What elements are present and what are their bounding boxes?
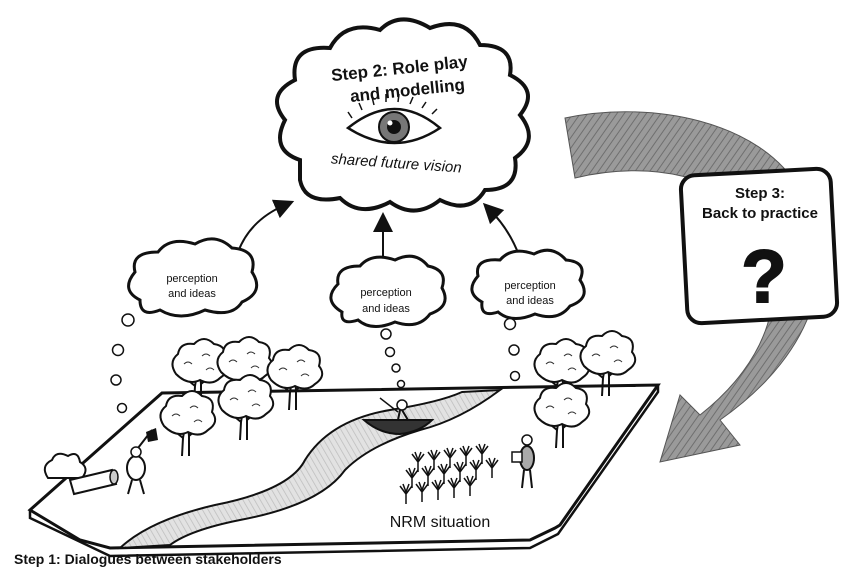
bubble1-line2: and ideas: [168, 288, 216, 300]
perception-bubble-1: perception and ideas: [127, 237, 259, 318]
flag-icon: [126, 428, 158, 495]
boat-icon: [361, 397, 435, 436]
stump-icon: [43, 452, 119, 496]
step1-caption: Step 1: Dialogues between stakeholders: [14, 551, 282, 567]
fisherman-icon: [379, 397, 409, 421]
step3-title-line2: Back to practice: [702, 205, 818, 222]
bubble2-line1: perception: [360, 287, 411, 299]
person-icon: [511, 434, 535, 489]
bubble1-line1: perception: [166, 273, 217, 285]
bubble2-line2: and ideas: [362, 303, 410, 315]
step3-title-line1: Step 3:: [735, 185, 785, 202]
question-mark-icon: ?: [741, 235, 786, 318]
bubble3-line2: and ideas: [506, 295, 554, 307]
eye-icon: [345, 93, 443, 145]
step2-cloud: Step 2: Role play and modelling shared f…: [275, 17, 531, 213]
perception-bubble-2: perception and ideas: [329, 254, 447, 328]
step3-box: Step 3: Back to practice ?: [678, 166, 840, 326]
landscape-label: NRM situation: [390, 514, 490, 531]
perception-bubble-3: perception and ideas: [470, 248, 586, 320]
bubble3-line1: perception: [504, 280, 555, 292]
